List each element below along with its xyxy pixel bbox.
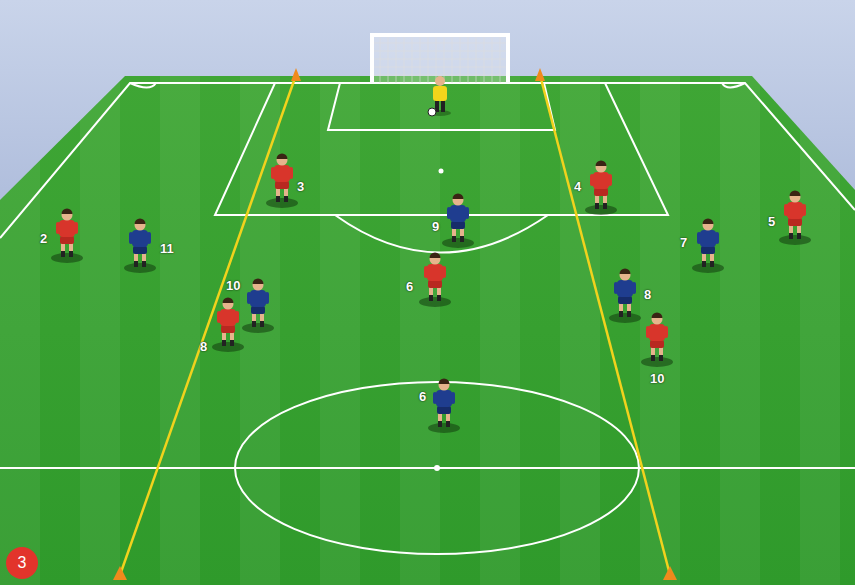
red-player — [779, 191, 811, 246]
pitch-lines — [0, 83, 855, 554]
player-number: 8 — [200, 340, 207, 353]
player-number: 2 — [40, 232, 47, 245]
blue-player — [242, 279, 274, 334]
player-number: 6 — [406, 280, 413, 293]
red-player — [419, 253, 451, 308]
badge-number: 3 — [18, 555, 27, 571]
blue-player — [692, 219, 724, 274]
player-number: 3 — [297, 180, 304, 193]
player-number: 4 — [574, 180, 581, 193]
penalty-spot — [439, 169, 444, 174]
red-player — [51, 209, 83, 264]
red-player — [641, 313, 673, 368]
player-number: 10 — [226, 279, 240, 292]
goal — [372, 35, 508, 83]
channel-line — [120, 75, 670, 575]
red-player — [585, 161, 617, 215]
grass — [0, 76, 855, 585]
cone — [113, 68, 677, 580]
figure-badge: 3 — [6, 547, 38, 579]
player-number: 5 — [768, 215, 775, 228]
grass-stripes — [0, 76, 855, 585]
player-number: 6 — [419, 390, 426, 403]
blue-player — [442, 194, 474, 248]
blue-player — [428, 379, 460, 434]
blue-player — [609, 269, 641, 324]
player-number: 8 — [644, 288, 651, 301]
player-number: 10 — [650, 372, 664, 385]
center-spot — [434, 465, 440, 471]
player-number: 11 — [160, 242, 174, 255]
red-player — [266, 154, 298, 209]
player-number: 9 — [432, 220, 439, 233]
goalkeeper — [428, 76, 451, 116]
blue-player — [124, 219, 156, 274]
red-player — [212, 298, 244, 353]
player-number: 7 — [680, 236, 687, 249]
